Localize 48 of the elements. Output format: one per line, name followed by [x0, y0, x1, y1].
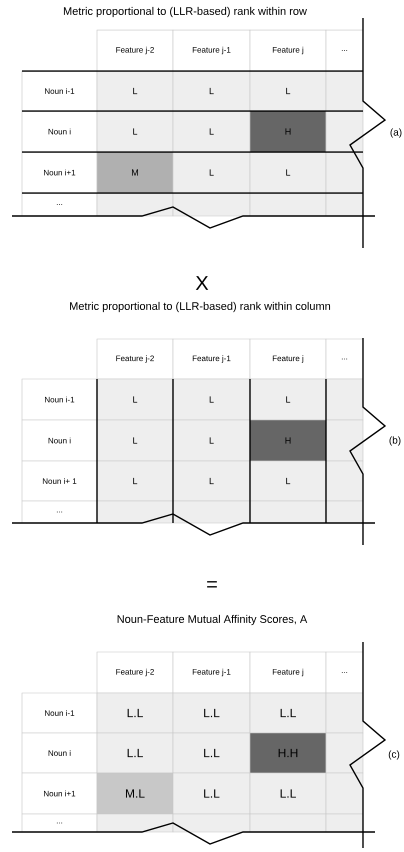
column-header-cell: Feature j-2: [96, 338, 174, 380]
row-header-cell: Noun i: [22, 420, 98, 462]
row-header-cell: Noun i+1: [22, 152, 98, 194]
table-cell: L: [172, 460, 250, 502]
table-title: Metric proportional to (LLR-based) rank within column: [70, 302, 330, 312]
table-cell: H.H: [250, 732, 326, 774]
panel-label: (a): [390, 128, 402, 138]
operator-sign: =: [207, 581, 217, 588]
table-cell: L: [172, 152, 250, 194]
column-header-cell: Feature j-1: [172, 30, 250, 72]
table-cell: L: [172, 70, 250, 112]
row-header-cell: ...: [22, 500, 98, 524]
column-header-cell: Feature j-1: [172, 652, 250, 694]
table-cell: L: [172, 420, 250, 462]
table-cell: H: [250, 110, 326, 152]
table-cell: L.L: [172, 692, 250, 734]
row-header-cell: ...: [22, 814, 98, 832]
row-header-cell: Noun i-1: [22, 692, 98, 734]
table-cell: L: [172, 110, 250, 152]
table-cell: H: [250, 420, 326, 462]
column-header-cell: Feature j-1: [172, 338, 250, 380]
panel-label: (c): [388, 750, 400, 760]
table-cell: M: [96, 152, 174, 194]
column-header-cell: Feature j-2: [96, 30, 174, 72]
row-header-cell: Noun i: [22, 110, 98, 152]
panel-label: (b): [390, 436, 400, 446]
table-cell: L: [96, 70, 174, 112]
table-cell: L.L: [96, 732, 174, 774]
table-title: Noun-Feature Mutual Affinity Scores, A: [118, 614, 308, 626]
column-header-cell: ...: [326, 338, 364, 380]
table-title: Metric proportional to (LLR-based) rank within row: [64, 6, 307, 18]
table-cell: L.L: [172, 732, 250, 774]
row-header-cell: Noun i-1: [22, 70, 98, 112]
table-cell: L: [96, 110, 174, 152]
row-header-cell: Noun i: [22, 732, 98, 774]
column-header-cell: ...: [326, 30, 364, 72]
row-header-cell: Noun i+ 1: [22, 460, 98, 502]
table-cell: L: [96, 460, 174, 502]
table-cell: L.L: [96, 692, 174, 734]
row-header-cell: Noun i-1: [22, 378, 98, 420]
table-cell: M.L: [96, 772, 174, 814]
table-cell: L: [172, 378, 250, 420]
operator-sign: X: [196, 276, 208, 290]
table-cell: L: [96, 420, 174, 462]
table-cell: L: [96, 378, 174, 420]
column-header-cell: Feature j-2: [96, 652, 174, 694]
row-header-cell: ...: [22, 192, 98, 216]
column-header-cell: ...: [326, 652, 364, 694]
